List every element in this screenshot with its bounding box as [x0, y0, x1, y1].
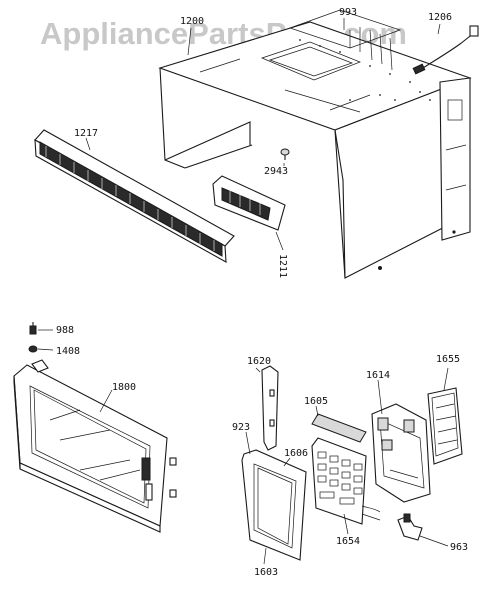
- label-988: 988: [56, 325, 74, 336]
- label-963: 963: [450, 542, 468, 553]
- leader-1217: [85, 137, 91, 151]
- label-1606: 1606: [284, 448, 308, 459]
- grille-plate-1211: [212, 175, 286, 251]
- label-1206: 1206: [428, 12, 452, 23]
- part-1408: [28, 345, 54, 353]
- keypad-membrane-1654: [311, 437, 381, 535]
- leader-1200: [187, 27, 192, 56]
- door-1800: [13, 359, 177, 533]
- bracket-1620: [255, 365, 279, 451]
- leader-1206: [437, 23, 441, 35]
- label-2943: 2943: [264, 166, 288, 177]
- label-1408: 1408: [56, 346, 80, 357]
- label-1211: 1211: [277, 254, 288, 278]
- clip-2943: [280, 148, 290, 160]
- label-1620: 1620: [247, 356, 271, 367]
- door-frame-923: [241, 431, 307, 565]
- keypad-board-1655: [427, 367, 463, 465]
- label-1217: 1217: [74, 128, 98, 139]
- label-1603: 1603: [254, 567, 278, 578]
- label-1800: 1800: [112, 382, 136, 393]
- vent-grille-1217: [34, 129, 235, 263]
- label-1654: 1654: [336, 536, 360, 547]
- label-1655: 1655: [436, 354, 460, 365]
- trim-strip-1605: [311, 405, 367, 443]
- power-cord-1206: [412, 25, 479, 75]
- outer-case-1200: [158, 9, 472, 279]
- label-1200: 1200: [180, 16, 204, 27]
- label-1614: 1614: [366, 370, 390, 381]
- label-923: 923: [232, 422, 250, 433]
- part-988: [29, 322, 53, 335]
- control-board-1614: [371, 379, 431, 503]
- bracket-963: [397, 513, 449, 547]
- label-993: 993: [339, 7, 357, 18]
- label-1605: 1605: [304, 396, 328, 407]
